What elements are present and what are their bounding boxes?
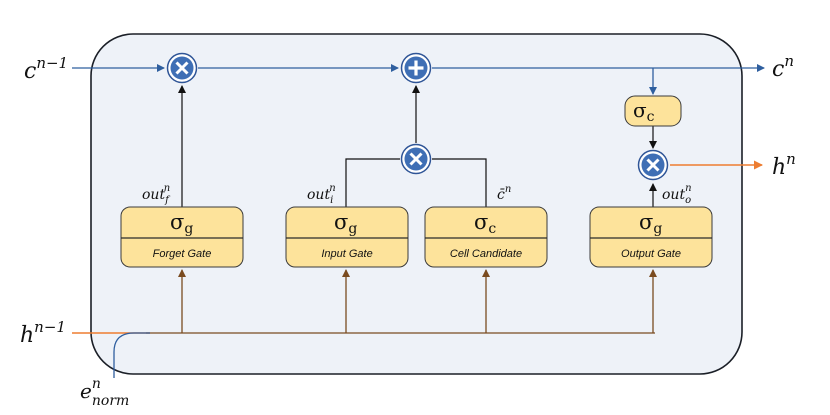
cell-candidate-box: σc Cell Candidate	[424, 206, 548, 268]
cell-state-prev-label: cn−1	[24, 54, 68, 84]
input-gate-label: Input Gate	[321, 248, 372, 260]
output-multiply-icon	[637, 149, 669, 181]
hidden-state-next-label: hn	[772, 150, 796, 180]
input-gate-output-label: outin	[307, 183, 336, 206]
cell-add-icon	[400, 52, 432, 84]
forget-gate-sub: g	[184, 221, 193, 237]
embedding-in-line	[113, 332, 150, 378]
hidden-state-prev-label: hn−1	[20, 318, 66, 348]
cell-candidate-sub: c	[488, 221, 496, 237]
cell-candidate-symbol: σ	[474, 210, 488, 234]
forget-gate-label: Forget Gate	[153, 248, 212, 260]
cell-candidate-label: Cell Candidate	[450, 248, 522, 260]
input-to-multiply-line	[345, 158, 400, 207]
output-gate-box: σg Output Gate	[589, 206, 713, 268]
cell-candidate-output-label: c̄n	[497, 184, 511, 203]
output-gate-output-label: outon	[662, 183, 692, 206]
cell-activation-symbol: σ	[633, 98, 647, 122]
forget-gate-box: σg Forget Gate	[120, 206, 244, 268]
svg-text:σc: σc	[474, 210, 496, 237]
svg-text:σg: σg	[639, 210, 662, 237]
svg-text:σg: σg	[334, 210, 357, 237]
input-gate-sub: g	[348, 221, 357, 237]
input-gate-symbol: σ	[334, 210, 348, 234]
svg-text:σg: σg	[170, 210, 193, 237]
forget-multiply-icon	[166, 52, 198, 84]
input-gate-box: σg Input Gate	[285, 206, 409, 268]
candidate-to-multiply-line	[432, 158, 487, 207]
cell-activation-sub: c	[647, 109, 655, 125]
forget-gate-output-label: outfn	[142, 183, 171, 206]
input-multiply-icon	[400, 143, 432, 175]
lstm-cell-body	[90, 33, 743, 375]
svg-text:σc: σc	[633, 98, 655, 125]
cell-activation-box: σc	[624, 95, 682, 127]
cell-state-next-label: cn	[772, 52, 794, 82]
output-gate-symbol: σ	[639, 210, 653, 234]
forget-gate-symbol: σ	[170, 210, 184, 234]
output-gate-sub: g	[653, 221, 662, 237]
output-gate-label: Output Gate	[621, 248, 681, 260]
